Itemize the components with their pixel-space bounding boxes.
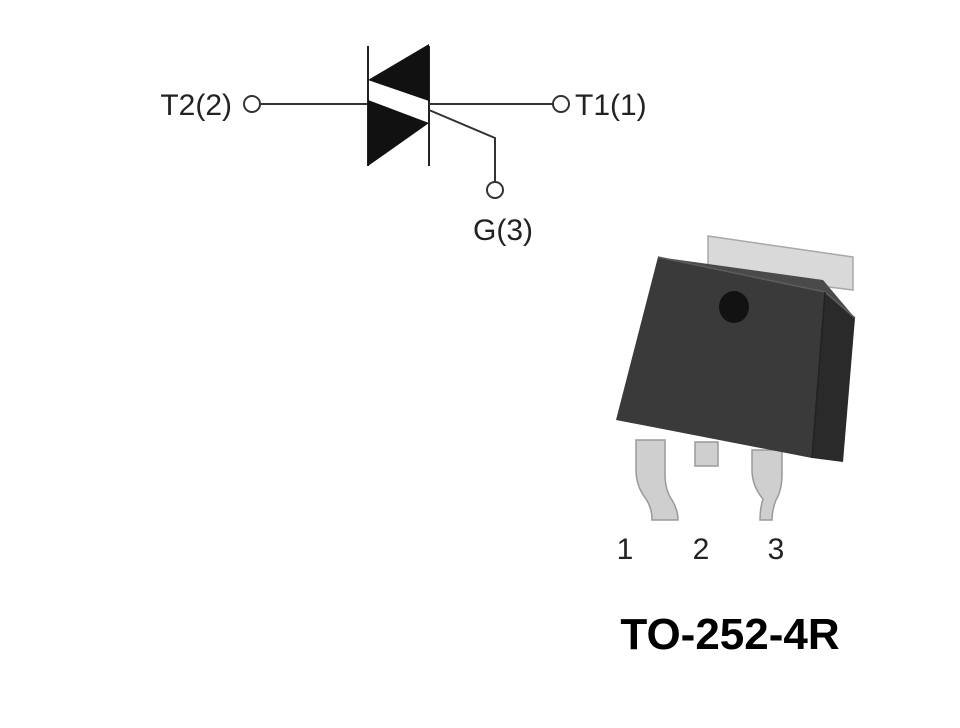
t2-label: T2(2) <box>160 89 232 122</box>
package-body-side <box>812 292 855 462</box>
lower-triangle <box>368 100 429 166</box>
pin-number-2: 2 <box>693 533 710 566</box>
pin-number-3: 3 <box>768 533 785 566</box>
gate-wire <box>428 109 496 182</box>
gate-terminal-circle <box>486 181 504 199</box>
package-body-front <box>616 257 825 458</box>
package-name: TO-252-4R <box>620 610 839 659</box>
t2-terminal-circle <box>243 95 261 113</box>
upper-triangle <box>368 44 429 101</box>
pin-number-1: 1 <box>617 533 634 566</box>
t1-terminal-circle <box>552 95 570 113</box>
package-mounting-hole <box>719 291 749 323</box>
package-drawing: 1 2 3 TO-252-4R <box>616 235 856 659</box>
triac-symbol: T2(2) T1(1) G(3) <box>160 44 647 247</box>
package-body-corner <box>811 291 826 459</box>
t1-label: T1(1) <box>575 89 647 122</box>
package-body-top <box>658 257 855 318</box>
package-lead-2 <box>694 441 719 467</box>
gate-label: G(3) <box>473 214 533 247</box>
package-lead-3 <box>751 449 783 521</box>
package-lead-1 <box>635 439 679 521</box>
